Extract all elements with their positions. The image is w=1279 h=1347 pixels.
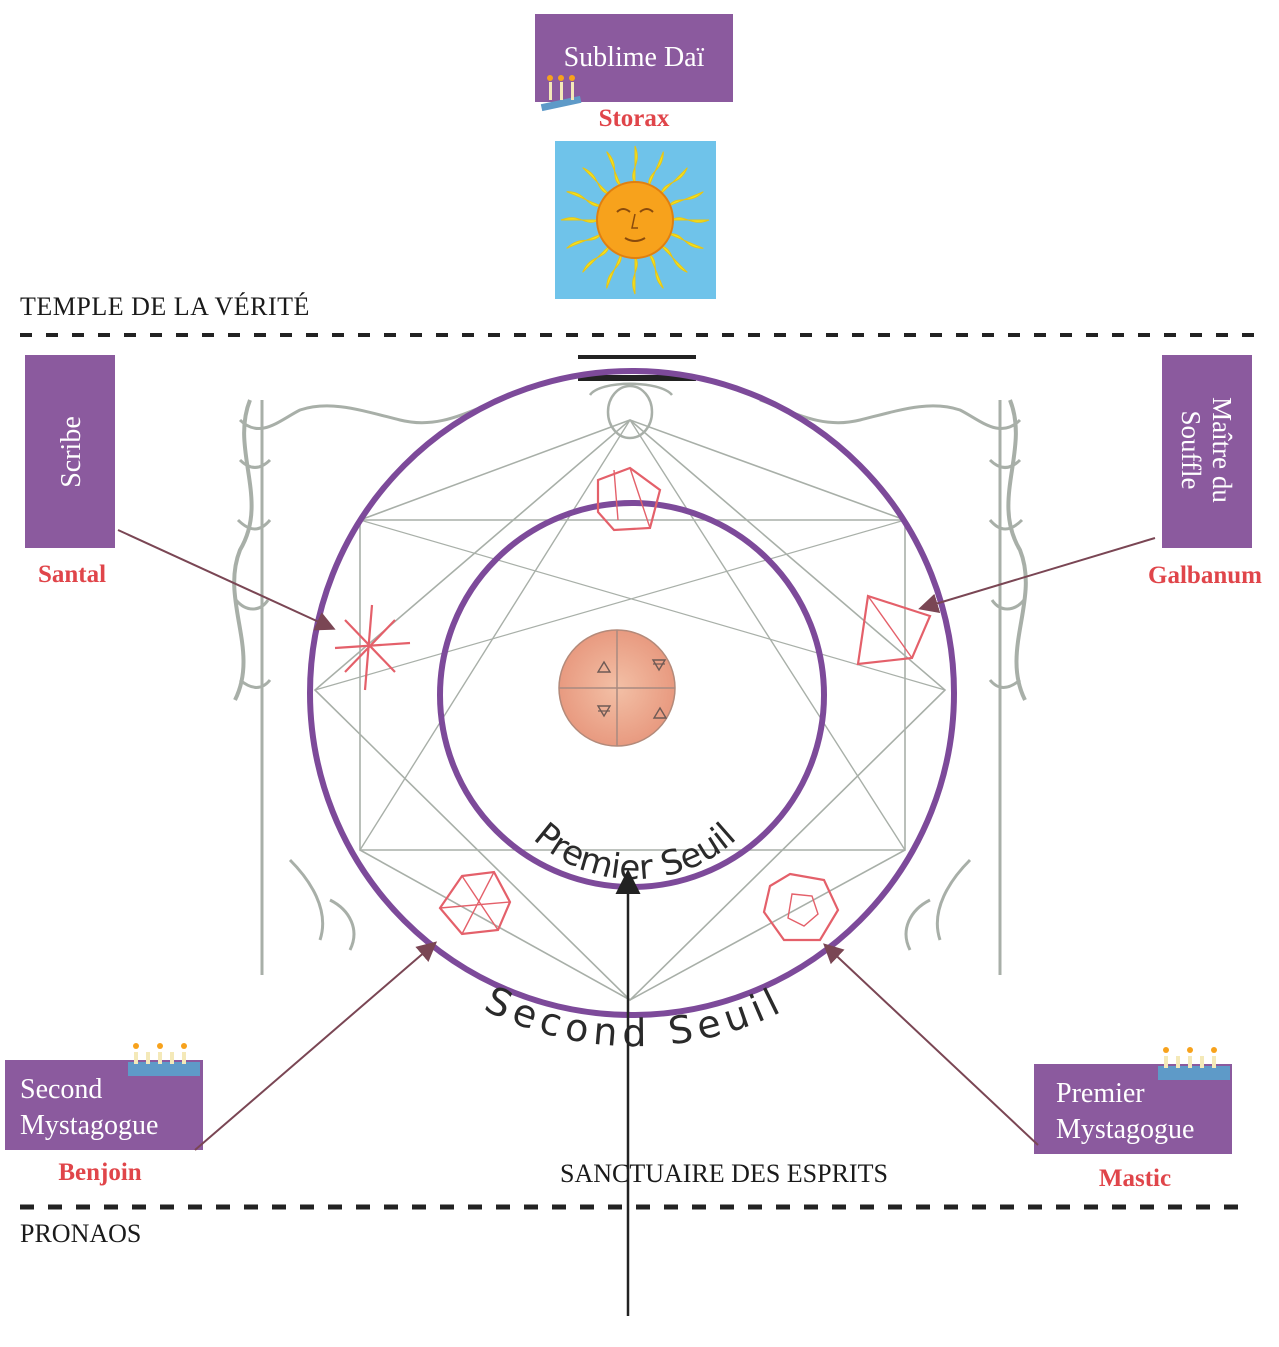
zone-label-pronaos: PRONAOS <box>20 1219 141 1248</box>
incense-benjoin: Benjoin <box>58 1159 141 1186</box>
arrow-breath-master <box>918 537 1156 613</box>
sun-face-icon <box>555 141 716 299</box>
breath-master-title-line2: Souffle <box>1176 411 1206 490</box>
incense-mastic: Mastic <box>1099 1165 1171 1192</box>
tetrahedron-icon <box>856 594 932 666</box>
breath-master-box: Maître du Souffle <box>1162 355 1252 548</box>
candelabra-icon <box>128 1043 200 1076</box>
arrow-second-mystagogue <box>194 941 438 1151</box>
incense-galbanum: Galbanum <box>1148 562 1262 589</box>
inner-threshold-label: Premier Seuil <box>527 815 744 888</box>
outer-threshold-circle <box>307 368 957 1018</box>
first-mystagogue-title-line2: Mystagogue <box>1056 1114 1194 1145</box>
arrow-scribe <box>117 529 336 631</box>
incense-santal: Santal <box>38 561 106 588</box>
second-mystagogue-title-line1: Second <box>20 1074 102 1105</box>
second-mystagogue-title-line2: Mystagogue <box>20 1110 158 1141</box>
elemental-orb-icon <box>558 629 676 747</box>
octahedron-icon <box>334 604 411 691</box>
icosahedron-icon <box>438 870 512 936</box>
outer-threshold-label: Second Seuil <box>479 977 792 1055</box>
scribe-box: Scribe <box>25 355 115 548</box>
sublime-dai-box: Sublime Daï <box>535 14 733 102</box>
engraving-background <box>232 382 1028 1002</box>
dodecahedron-icon <box>762 872 840 942</box>
geometric-solids <box>334 466 932 942</box>
candelabra-icon <box>1158 1047 1230 1080</box>
scribe-title: Scribe <box>56 416 87 488</box>
breath-master-title-line1: Maître du <box>1207 397 1237 503</box>
arrow-first-mystagogue <box>823 943 1039 1146</box>
zone-label-sanctuary: SANCTUAIRE DES ESPRITS <box>560 1159 888 1188</box>
candelabra-icon <box>540 75 582 112</box>
cube-icon <box>596 466 662 532</box>
sublime-dai-title: Sublime Daï <box>564 42 705 73</box>
zone-label-temple: TEMPLE DE LA VÉRITÉ <box>20 292 310 321</box>
incense-storax: Storax <box>599 105 670 132</box>
first-mystagogue-title-line1: Premier <box>1056 1078 1145 1109</box>
